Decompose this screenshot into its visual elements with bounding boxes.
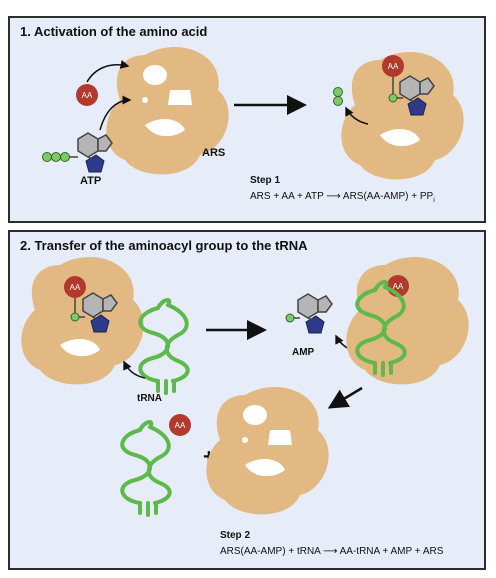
step2-equation: ARS(AA-AMP) + tRNA ⟶ AA-tRNA + AMP + ARS xyxy=(220,546,444,557)
ars-enzyme xyxy=(106,47,229,175)
aa-label-3: AA xyxy=(70,283,81,292)
ars-aa-amp-complex-2 xyxy=(21,257,144,385)
ars-label: ARS xyxy=(202,147,225,159)
amp-label: AMP xyxy=(292,347,315,358)
step1-label: Step 1 xyxy=(250,175,280,186)
reaction-arrow-3 xyxy=(327,386,363,409)
aa-label-5: AA xyxy=(175,421,186,430)
amp-molecule xyxy=(285,293,333,334)
aa-trna-product: AA xyxy=(120,414,191,517)
atp-molecule xyxy=(42,132,113,173)
aa-label-2: AA xyxy=(388,62,399,71)
pyrophosphate xyxy=(333,87,343,106)
aa-label: AA xyxy=(82,91,93,100)
aa-amp-intermediate: AA xyxy=(382,55,435,116)
atp-label: ATP xyxy=(80,175,101,187)
aa-trna-bound: AA xyxy=(355,275,409,377)
trna-molecule xyxy=(138,298,190,395)
ars-aa-amp-complex xyxy=(341,52,464,180)
amino-acid-icon: AA xyxy=(76,84,98,106)
ars-aa-trna-complex xyxy=(346,257,469,385)
panel2-title: 2. Transfer of the aminoacyl group to th… xyxy=(20,238,308,253)
free-ars-enzyme xyxy=(206,387,329,515)
step1-equation: ARS + AA + ATP ⟶ ARS(AA-AMP) + PPi xyxy=(250,191,435,204)
trna-label: tRNA xyxy=(137,393,162,404)
aa-label-4: AA xyxy=(393,282,404,291)
panel1-title: 1. Activation of the amino acid xyxy=(20,24,208,39)
aa-amp-bound: AA xyxy=(64,276,118,333)
step2-label: Step 2 xyxy=(220,530,250,541)
